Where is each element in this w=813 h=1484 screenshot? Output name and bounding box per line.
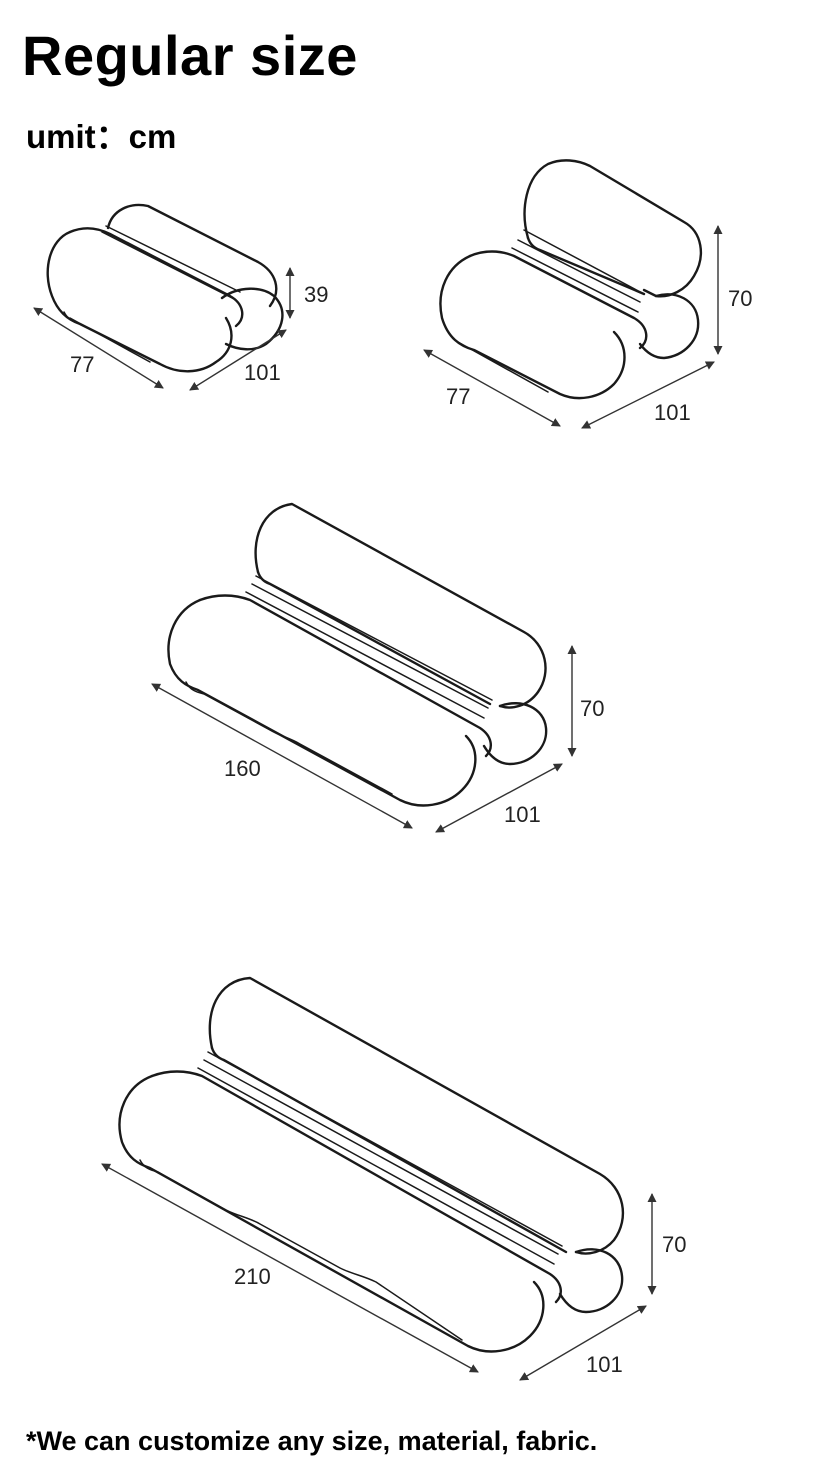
page-title: Regular size bbox=[22, 24, 358, 87]
two-seat-drawing: 160 101 70 bbox=[151, 502, 604, 833]
two-seat-depth-label: 101 bbox=[504, 802, 541, 827]
single-seat-height-label: 70 bbox=[728, 286, 752, 311]
ottoman-drawing: 77 101 39 bbox=[33, 203, 328, 391]
single-seat-depth-label: 101 bbox=[654, 400, 691, 425]
ottoman-height-label: 39 bbox=[304, 282, 328, 307]
single-seat-drawing: 77 101 70 bbox=[423, 159, 752, 429]
single-seat-width-label: 77 bbox=[446, 384, 470, 409]
three-seat-drawing: 210 101 70 bbox=[101, 976, 686, 1381]
two-seat-height-label: 70 bbox=[580, 696, 604, 721]
three-seat-depth-label: 101 bbox=[586, 1352, 623, 1377]
customization-note: *We can customize any size, material, fa… bbox=[26, 1426, 598, 1456]
three-seat-height-label: 70 bbox=[662, 1232, 686, 1257]
ottoman-depth-label: 101 bbox=[244, 360, 281, 385]
ottoman-width-label: 77 bbox=[70, 352, 94, 377]
two-seat-width-label: 160 bbox=[224, 756, 261, 781]
three-seat-width-label: 210 bbox=[234, 1264, 271, 1289]
unit-label: umit：cm bbox=[26, 118, 177, 155]
